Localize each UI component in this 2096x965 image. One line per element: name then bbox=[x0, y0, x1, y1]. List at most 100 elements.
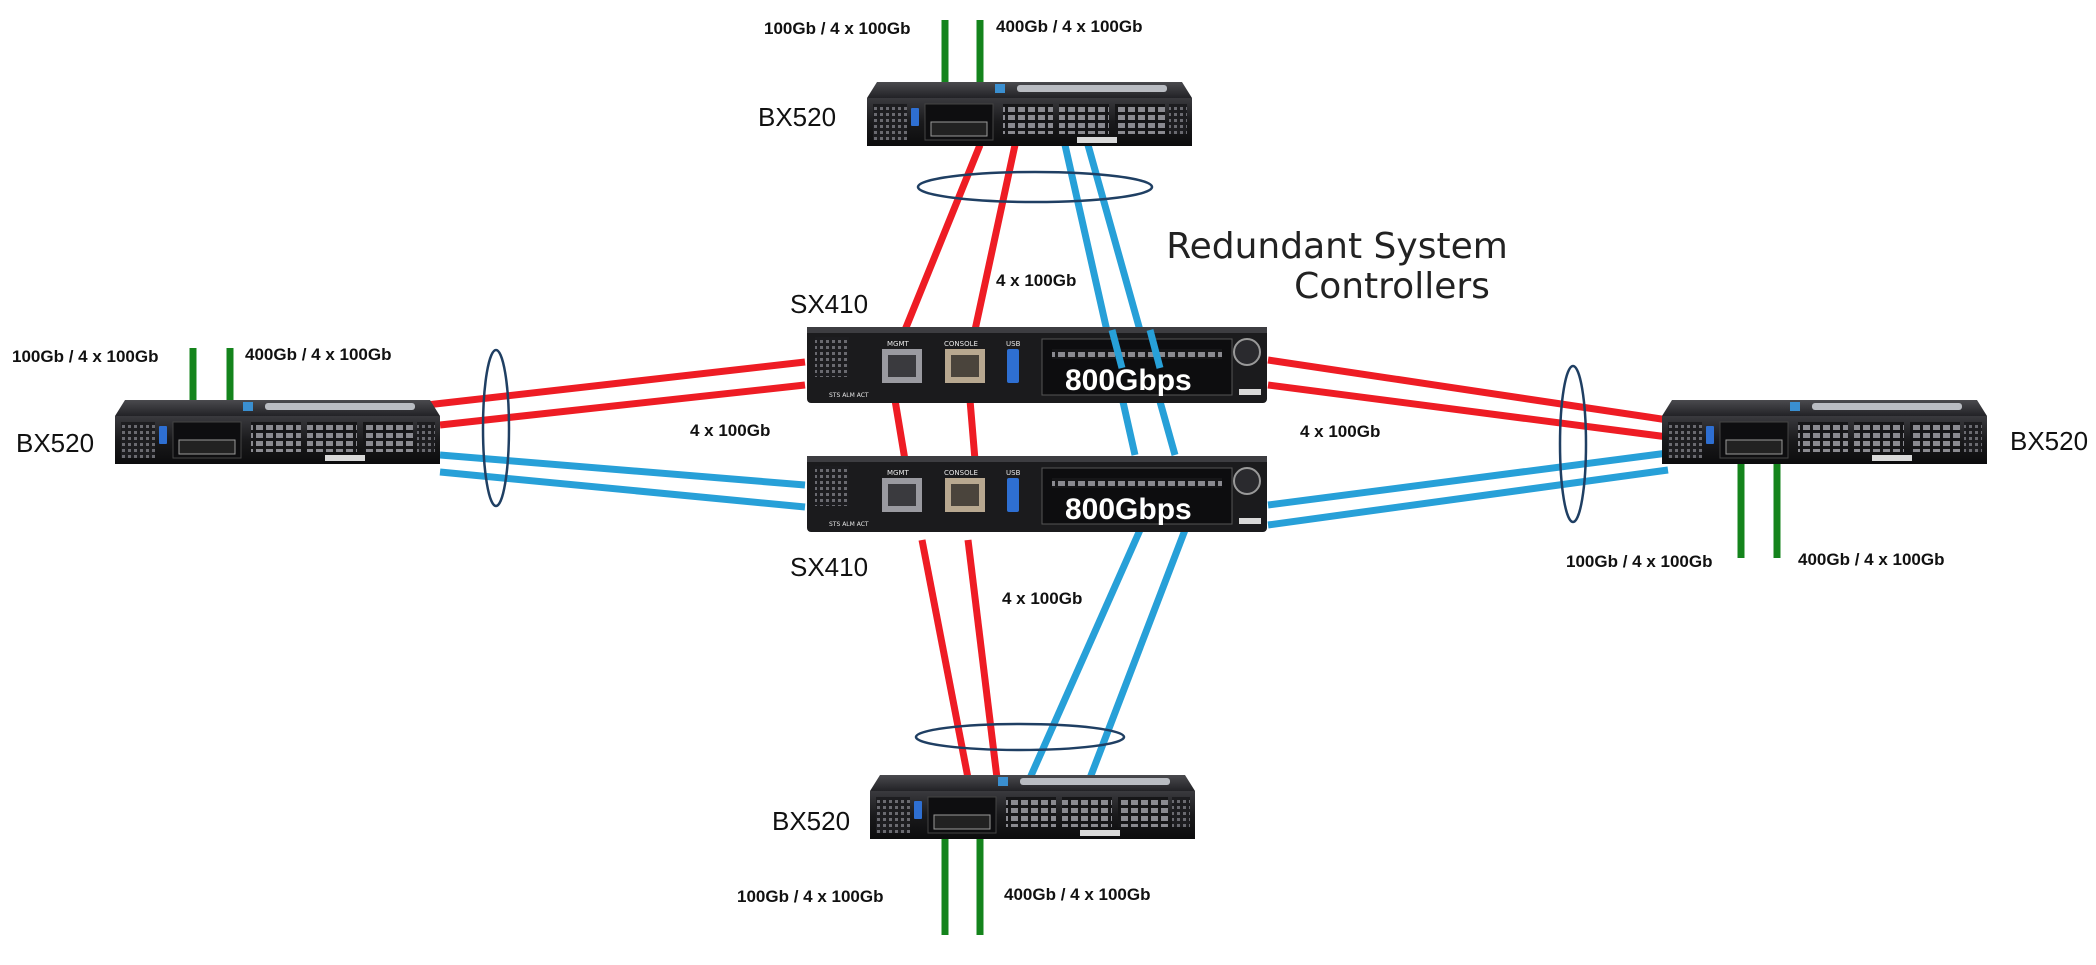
port-bank bbox=[1006, 797, 1056, 827]
link-right-red-1 bbox=[1267, 356, 1669, 424]
throughput-label: 800Gbps bbox=[1065, 364, 1192, 397]
handle-bar bbox=[265, 403, 415, 410]
port-bank bbox=[1798, 422, 1848, 452]
usb-label: USB bbox=[1006, 469, 1021, 477]
barcode-label bbox=[1077, 137, 1117, 143]
front-links bbox=[1108, 329, 1164, 369]
port-bank bbox=[1854, 422, 1904, 452]
lag-ellipse-right bbox=[1558, 364, 1588, 524]
console-label: CONSOLE bbox=[944, 469, 978, 477]
status-tag bbox=[243, 402, 253, 411]
usb-port bbox=[1706, 426, 1714, 444]
links-layer bbox=[189, 20, 1781, 935]
vent-grille bbox=[1964, 422, 1982, 452]
port-bank bbox=[363, 422, 413, 452]
link-bottom-blue-2 bbox=[1086, 528, 1189, 780]
link-right-blue-2 bbox=[1267, 466, 1669, 529]
port-bank bbox=[307, 422, 357, 452]
link-top-red-1 bbox=[901, 143, 984, 332]
bottom-node-model: BX520 bbox=[772, 806, 850, 836]
top-lag-label: 4 x 100Gb bbox=[996, 271, 1076, 290]
vent-grille bbox=[1668, 422, 1702, 458]
power-knob bbox=[1233, 467, 1261, 495]
link-left-red-2 bbox=[439, 381, 806, 429]
fabric-port-row bbox=[1052, 478, 1222, 488]
bx520-bottom-chassis[interactable] bbox=[870, 775, 1195, 839]
link-left-blue-1 bbox=[439, 451, 806, 489]
lag-markers bbox=[481, 170, 1588, 752]
port-bank bbox=[251, 422, 301, 452]
bottom-uplink-right-label: 400Gb / 4 x 100Gb bbox=[1004, 885, 1150, 904]
qsfp-cage bbox=[933, 814, 991, 830]
power-knob bbox=[1233, 338, 1261, 366]
qsfp-cage bbox=[930, 121, 988, 137]
model-plate bbox=[1239, 389, 1261, 395]
vent-grille bbox=[815, 466, 849, 506]
right-node-model: BX520 bbox=[2010, 426, 2088, 456]
usb-port bbox=[159, 426, 167, 444]
port-bank bbox=[1059, 104, 1109, 134]
controller-1-model: SX410 bbox=[790, 289, 868, 319]
vent-grille bbox=[121, 422, 155, 458]
top-node-model: BX520 bbox=[758, 102, 836, 132]
mgmt-label: MGMT bbox=[887, 469, 910, 477]
status-tag bbox=[995, 84, 1005, 93]
throughput-label: 800Gbps bbox=[1065, 493, 1192, 526]
qsfp-cage bbox=[178, 439, 236, 455]
qsfp-cage bbox=[1725, 439, 1783, 455]
usb-port bbox=[1007, 349, 1019, 383]
console-socket bbox=[951, 355, 979, 377]
link-top-blue-1 bbox=[1061, 144, 1139, 456]
vent-grille bbox=[876, 797, 910, 833]
labels: Redundant System Controllers 100Gb / 4 x… bbox=[12, 17, 2088, 906]
right-uplink-left-label: 100Gb / 4 x 100Gb bbox=[1566, 552, 1712, 571]
link-bottom-red-2 bbox=[964, 539, 1001, 779]
title-line-1: Redundant System bbox=[1166, 226, 1508, 267]
bx520-top-chassis[interactable] bbox=[867, 82, 1192, 146]
handle-bar bbox=[1812, 403, 1962, 410]
usb-port bbox=[1007, 478, 1019, 512]
port-bank bbox=[1910, 422, 1960, 452]
lag-ellipse-top bbox=[916, 170, 1154, 204]
lag-ellipse-left bbox=[481, 348, 511, 508]
link-top-red-2 bbox=[971, 144, 1019, 331]
port-bank bbox=[1003, 104, 1053, 134]
barcode-label bbox=[1080, 830, 1120, 836]
link-right-red-2 bbox=[1267, 381, 1669, 441]
vent-grille bbox=[417, 422, 435, 452]
left-lag-label: 4 x 100Gb bbox=[690, 421, 770, 440]
left-uplink-left-label: 100Gb / 4 x 100Gb bbox=[12, 347, 158, 366]
handle-bar bbox=[1017, 85, 1167, 92]
console-socket bbox=[951, 484, 979, 506]
barcode-label bbox=[325, 455, 365, 461]
controller-top-edge bbox=[807, 456, 1267, 462]
link-left-red-1 bbox=[399, 358, 806, 412]
left-node-model: BX520 bbox=[16, 428, 94, 458]
mgmt-socket bbox=[888, 355, 916, 377]
mgmt-socket bbox=[888, 484, 916, 506]
bottom-lag-label: 4 x 100Gb bbox=[1002, 589, 1082, 608]
controller-2-model: SX410 bbox=[790, 552, 868, 582]
handle-bar bbox=[1020, 778, 1170, 785]
vent-grille bbox=[1172, 797, 1190, 827]
bottom-uplink-left-label: 100Gb / 4 x 100Gb bbox=[737, 887, 883, 906]
left-uplink-right-label: 400Gb / 4 x 100Gb bbox=[245, 345, 391, 364]
sx410-controller-2[interactable]: MGMT CONSOLE USB STS ALM ACT 800Gbps bbox=[807, 456, 1267, 532]
vent-grille bbox=[1169, 104, 1187, 134]
bx520-right-chassis[interactable] bbox=[1662, 400, 1987, 464]
link-bottom-blue-1 bbox=[1026, 528, 1144, 780]
link-bottom-red-1 bbox=[918, 539, 972, 779]
fabric-port-row bbox=[1052, 349, 1222, 359]
led-labels: STS ALM ACT bbox=[829, 392, 869, 399]
led-labels: STS ALM ACT bbox=[829, 521, 869, 528]
status-tag bbox=[998, 777, 1008, 786]
link-top-blue-2 bbox=[1084, 144, 1179, 456]
port-bank bbox=[1062, 797, 1112, 827]
console-label: CONSOLE bbox=[944, 340, 978, 348]
controller-top-edge bbox=[807, 327, 1267, 333]
throughput-panel bbox=[1041, 338, 1233, 396]
bx520-left-chassis[interactable] bbox=[115, 400, 440, 464]
status-tag bbox=[1790, 402, 1800, 411]
